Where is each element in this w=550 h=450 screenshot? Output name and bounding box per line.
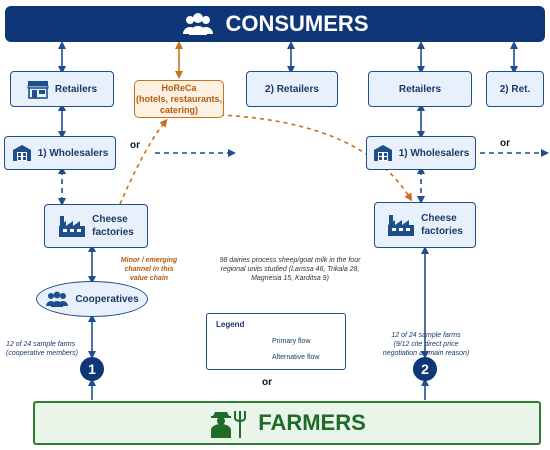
factory-icon: [387, 213, 415, 237]
shop-icon: [27, 79, 49, 99]
warehouse-icon: [373, 144, 393, 162]
warehouse-icon: [12, 144, 32, 162]
horeca-line2: catering): [159, 104, 198, 115]
wholesalers-right-label: 1) Wholesalers: [398, 147, 470, 159]
dairies-note: 98 dairies process sheep/goat milk in th…: [200, 256, 380, 283]
channel-1-badge: 1: [80, 357, 104, 381]
sample-right-note: 12 of 24 sample farms (9/12 cite direct …: [376, 331, 476, 358]
retailers2-mid-label: 2) Retailers: [265, 83, 319, 95]
or-left-label: or: [130, 140, 140, 151]
cheese-factories-right-box: Cheese factories: [374, 202, 476, 248]
dairies-note-line1: 98 dairies process sheep/goat milk in th…: [219, 257, 361, 264]
dairies-note-line2: regional units studied (Larissa 46, Trik…: [220, 266, 360, 273]
retailers-left-box: Retailers: [10, 71, 114, 107]
sample-left-note: 12 of 24 sample farms (cooperative membe…: [6, 340, 90, 358]
minor-note-line3: value chain: [129, 275, 169, 282]
sample-right-line3: negotiation as main reason): [382, 350, 470, 357]
or-bottom-label: or: [262, 377, 272, 388]
horeca-box: HoReCa (hotels, restaurants, catering): [134, 80, 224, 118]
consumers-bar: CONSUMERS: [5, 6, 545, 42]
cheese-right-line1: Cheese: [421, 213, 457, 224]
legend-title: Legend: [216, 320, 245, 329]
sample-right-line1: 12 of 24 sample farms: [391, 332, 461, 339]
cooperatives-label: Cooperatives: [75, 293, 139, 305]
horeca-line1: (hotels, restaurants,: [135, 93, 223, 104]
wholesalers-left-label: 1) Wholesalers: [37, 147, 109, 159]
sample-left-line1: 12 of 24 sample farms: [6, 341, 76, 348]
retailers2-mid-box: 2) Retailers: [246, 71, 338, 107]
minor-note-line1: Minor / emerging: [120, 257, 178, 264]
ret-right-label: 2) Ret.: [499, 83, 531, 95]
cheese-left-line2: factories: [92, 227, 134, 238]
consumers-label: CONSUMERS: [225, 11, 369, 36]
legend-alternative-label: Alternative flow: [272, 354, 320, 361]
wholesalers-right-box: 1) Wholesalers: [366, 136, 476, 170]
cheese-left-line1: Cheese: [92, 214, 128, 225]
people-group-icon: [45, 291, 69, 307]
dash-cheese-horeca: [119, 118, 168, 205]
retailers-right-box: Retailers: [368, 71, 472, 107]
farmers-label: FARMERS: [258, 410, 366, 435]
legend-primary-label: Primary flow: [272, 338, 311, 345]
people-group-icon: [181, 12, 215, 36]
retailers-right-label: Retailers: [398, 83, 442, 95]
dairies-note-line3: Magnesia 15, Karditsa 9): [251, 275, 329, 282]
horeca-title: HoReCa: [161, 82, 197, 93]
channel-2-badge: 2: [413, 357, 437, 381]
wholesalers-left-box: 1) Wholesalers: [4, 136, 116, 170]
farmer-icon: [208, 408, 248, 438]
sample-right-line2: (9/12 cite direct price: [393, 341, 459, 348]
cooperatives-ellipse: Cooperatives: [36, 281, 148, 317]
factory-icon: [58, 214, 86, 238]
retailers-left-label: Retailers: [54, 83, 98, 95]
cheese-right-line2: factories: [421, 226, 463, 237]
minor-channel-note: Minor / emerging channel in this value c…: [114, 256, 184, 283]
minor-note-line2: channel in this: [124, 266, 174, 273]
farmers-bar: FARMERS: [33, 401, 541, 445]
cheese-factories-left-box: Cheese factories: [44, 204, 148, 248]
legend-box: Legend Primary flow Alternative flow: [206, 313, 346, 370]
dash-horeca-cheese-right: [219, 114, 413, 202]
sample-left-line2: (cooperative members): [6, 350, 78, 357]
or-right-label: or: [500, 138, 510, 149]
ret-right-box: 2) Ret.: [486, 71, 544, 107]
